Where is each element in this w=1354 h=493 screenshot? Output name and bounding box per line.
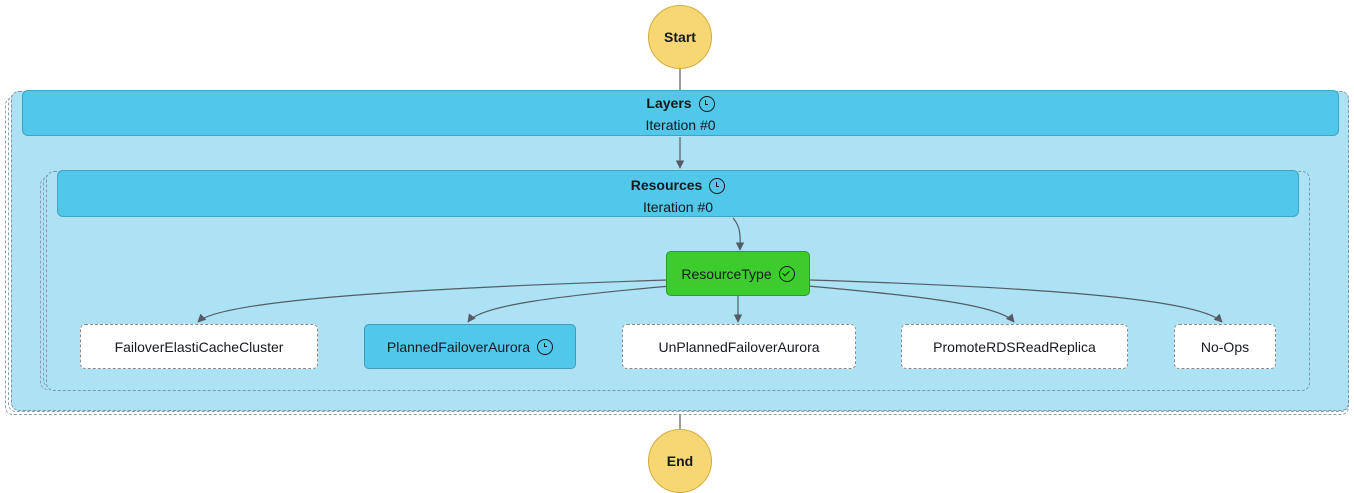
branch-unplanned-failover-aurora[interactable]: UnPlannedFailoverAurora [622,324,856,369]
branch-label: FailoverElastiCacheCluster [114,338,284,355]
resource-type-label: ResourceType [681,265,772,282]
check-circle-icon [778,265,795,282]
edge-choice-branch-2 [467,285,671,323]
layers-title: Layers [646,95,692,111]
layers-map-header[interactable]: Layers Iteration #0 [22,90,1339,136]
branch-planned-failover-aurora[interactable]: PlannedFailoverAurora [364,324,576,369]
clock-icon [709,178,726,195]
resources-iteration: Iteration #0 [642,199,714,215]
edge-resources-choice [732,217,745,251]
edge-choice-branch-1 [197,279,669,323]
start-label: Start [664,29,696,45]
edge-choice-branch-5 [809,279,1223,323]
branch-label: UnPlannedFailoverAurora [658,338,820,355]
edge-choice-branch-4 [807,285,1015,323]
branch-label: PlannedFailoverAurora [386,338,531,355]
end-node[interactable]: End [648,429,712,493]
branch-failover-elasticache-cluster[interactable]: FailoverElastiCacheCluster [80,324,318,369]
branch-label: PromoteRDSReadReplica [933,338,1096,355]
resources-title: Resources [630,177,703,193]
clock-icon [698,96,715,113]
clock-icon [537,338,554,355]
branch-no-ops[interactable]: No-Ops [1174,324,1276,369]
end-label: End [666,453,694,469]
branch-promote-rds-read-replica[interactable]: PromoteRDSReadReplica [901,324,1128,369]
resource-type-choice-node[interactable]: ResourceType [666,251,810,296]
resources-map-header[interactable]: Resources Iteration #0 [57,170,1299,217]
branch-label: No-Ops [1200,338,1250,355]
start-node[interactable]: Start [648,5,712,69]
layers-iteration: Iteration #0 [645,117,716,133]
